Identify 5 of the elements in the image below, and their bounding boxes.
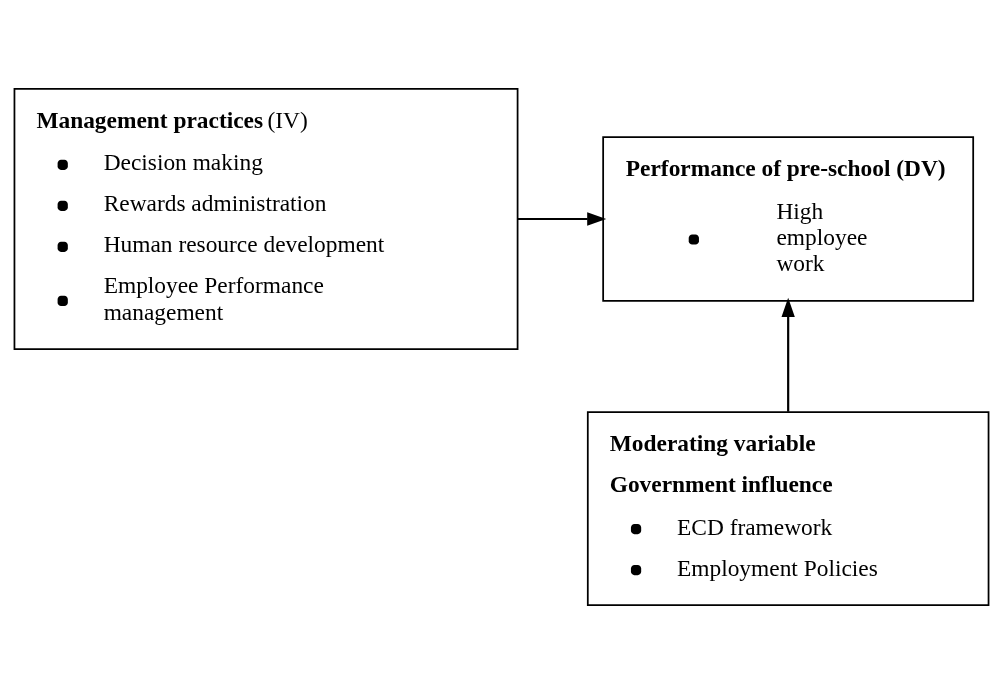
node-box: Management practices (IV) Decision making Rewards administration Human resource development Employee Performance management <box>13 87 519 350</box>
arrow <box>781 297 795 412</box>
node-box: Performance of pre-school (DV) High employee work <box>602 135 975 302</box>
node-box: Moderating variable Government influence ECD framework Employment Policies <box>586 410 990 606</box>
arrow <box>517 211 607 226</box>
